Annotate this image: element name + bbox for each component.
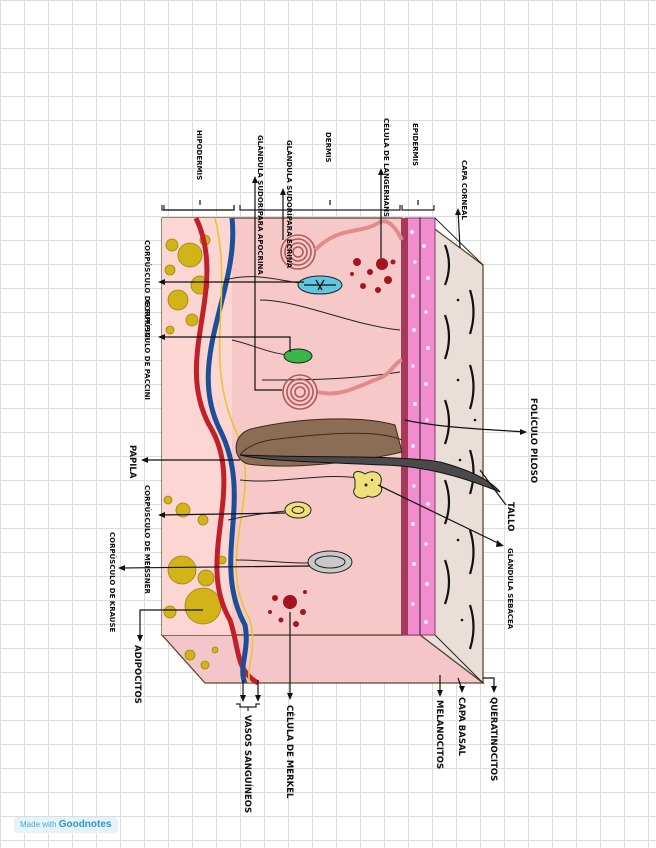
epidermis-cells: [410, 230, 430, 624]
paccini-corpuscle: [283, 348, 313, 364]
basal-layer: [401, 218, 408, 635]
merkel-cells: [268, 590, 307, 627]
label-celula-merkel: CÉLULA DE MERKEL: [284, 705, 296, 799]
label-queratinocitos: QUERATINOCITOS: [488, 697, 498, 781]
goodnotes-brand: Goodnotes: [58, 819, 112, 830]
artery: [193, 216, 260, 686]
sweat-gland-apocrine: [282, 358, 403, 410]
label-celula-langerhans: CÉLULA DE LANGERHANS: [382, 118, 391, 217]
label-adipocitos: ADIPOCITOS: [132, 645, 142, 704]
label-epidermis: EPIDERMIS: [411, 123, 419, 166]
blood-vessels: [193, 216, 260, 686]
label-glandula-apocrina: GLÁNDULA SUDORÍPARA APOCRINA: [256, 135, 265, 275]
label-corpusculo-paccini: CORPÚSCULO DE PACCINI: [143, 300, 152, 400]
nerve: [214, 217, 254, 684]
label-corpusculo-krause: CORPÚSCULO DE KRAUSE: [108, 532, 117, 633]
label-vasos-sanguineos: VASOS SANGUÍNEOS: [242, 715, 254, 813]
label-hipodermis: HIPODERMIS: [195, 130, 203, 180]
sebaceous-gland: [353, 471, 383, 499]
layer-braces: [161, 205, 435, 211]
meissner-corpuscle: [284, 501, 312, 519]
hair-shaft: [239, 454, 501, 493]
made-with-text: Made with: [20, 820, 57, 829]
label-corpusculo-ruffini: CORPÚSCULO DE RUFFINI: [143, 240, 152, 341]
leader-lines: [118, 168, 527, 702]
krause-corpuscle: [307, 550, 353, 574]
label-dermis: DERMIS: [324, 132, 332, 163]
label-capa-corneal: CAPA CORNEAL: [460, 160, 468, 220]
label-tallo: TALLO: [505, 502, 515, 531]
ruffini-corpuscle: [297, 275, 343, 295]
label-glandula-sebacea: GLÁNDULA SEBÁCEA: [506, 548, 515, 630]
labels: HIPODERMIS DERMIS EPIDERMIS CAPA CORNEAL…: [108, 118, 540, 813]
label-foliculo-piloso: FOLÍCULO PILOSO: [528, 398, 540, 483]
langerhans-cells: [350, 258, 396, 293]
vessels-brace: [236, 703, 260, 711]
label-melanocitos: MELANOCITOS: [434, 700, 444, 769]
label-papila: PAPILA: [127, 445, 137, 479]
corneal-scales: [443, 244, 475, 650]
label-glandula-ecrina: GLÁNDULA SUDORÍPARA ECRINA: [285, 140, 294, 269]
label-capa-basal: CAPA BASAL: [456, 697, 466, 757]
goodnotes-badge: Made with Goodnotes: [14, 817, 118, 833]
label-corpusculo-meissner: CORPÚSCULO DE MEISSNER: [143, 485, 152, 595]
sweat-gland-eccrine: [280, 219, 404, 270]
hair-follicle: [235, 418, 526, 493]
